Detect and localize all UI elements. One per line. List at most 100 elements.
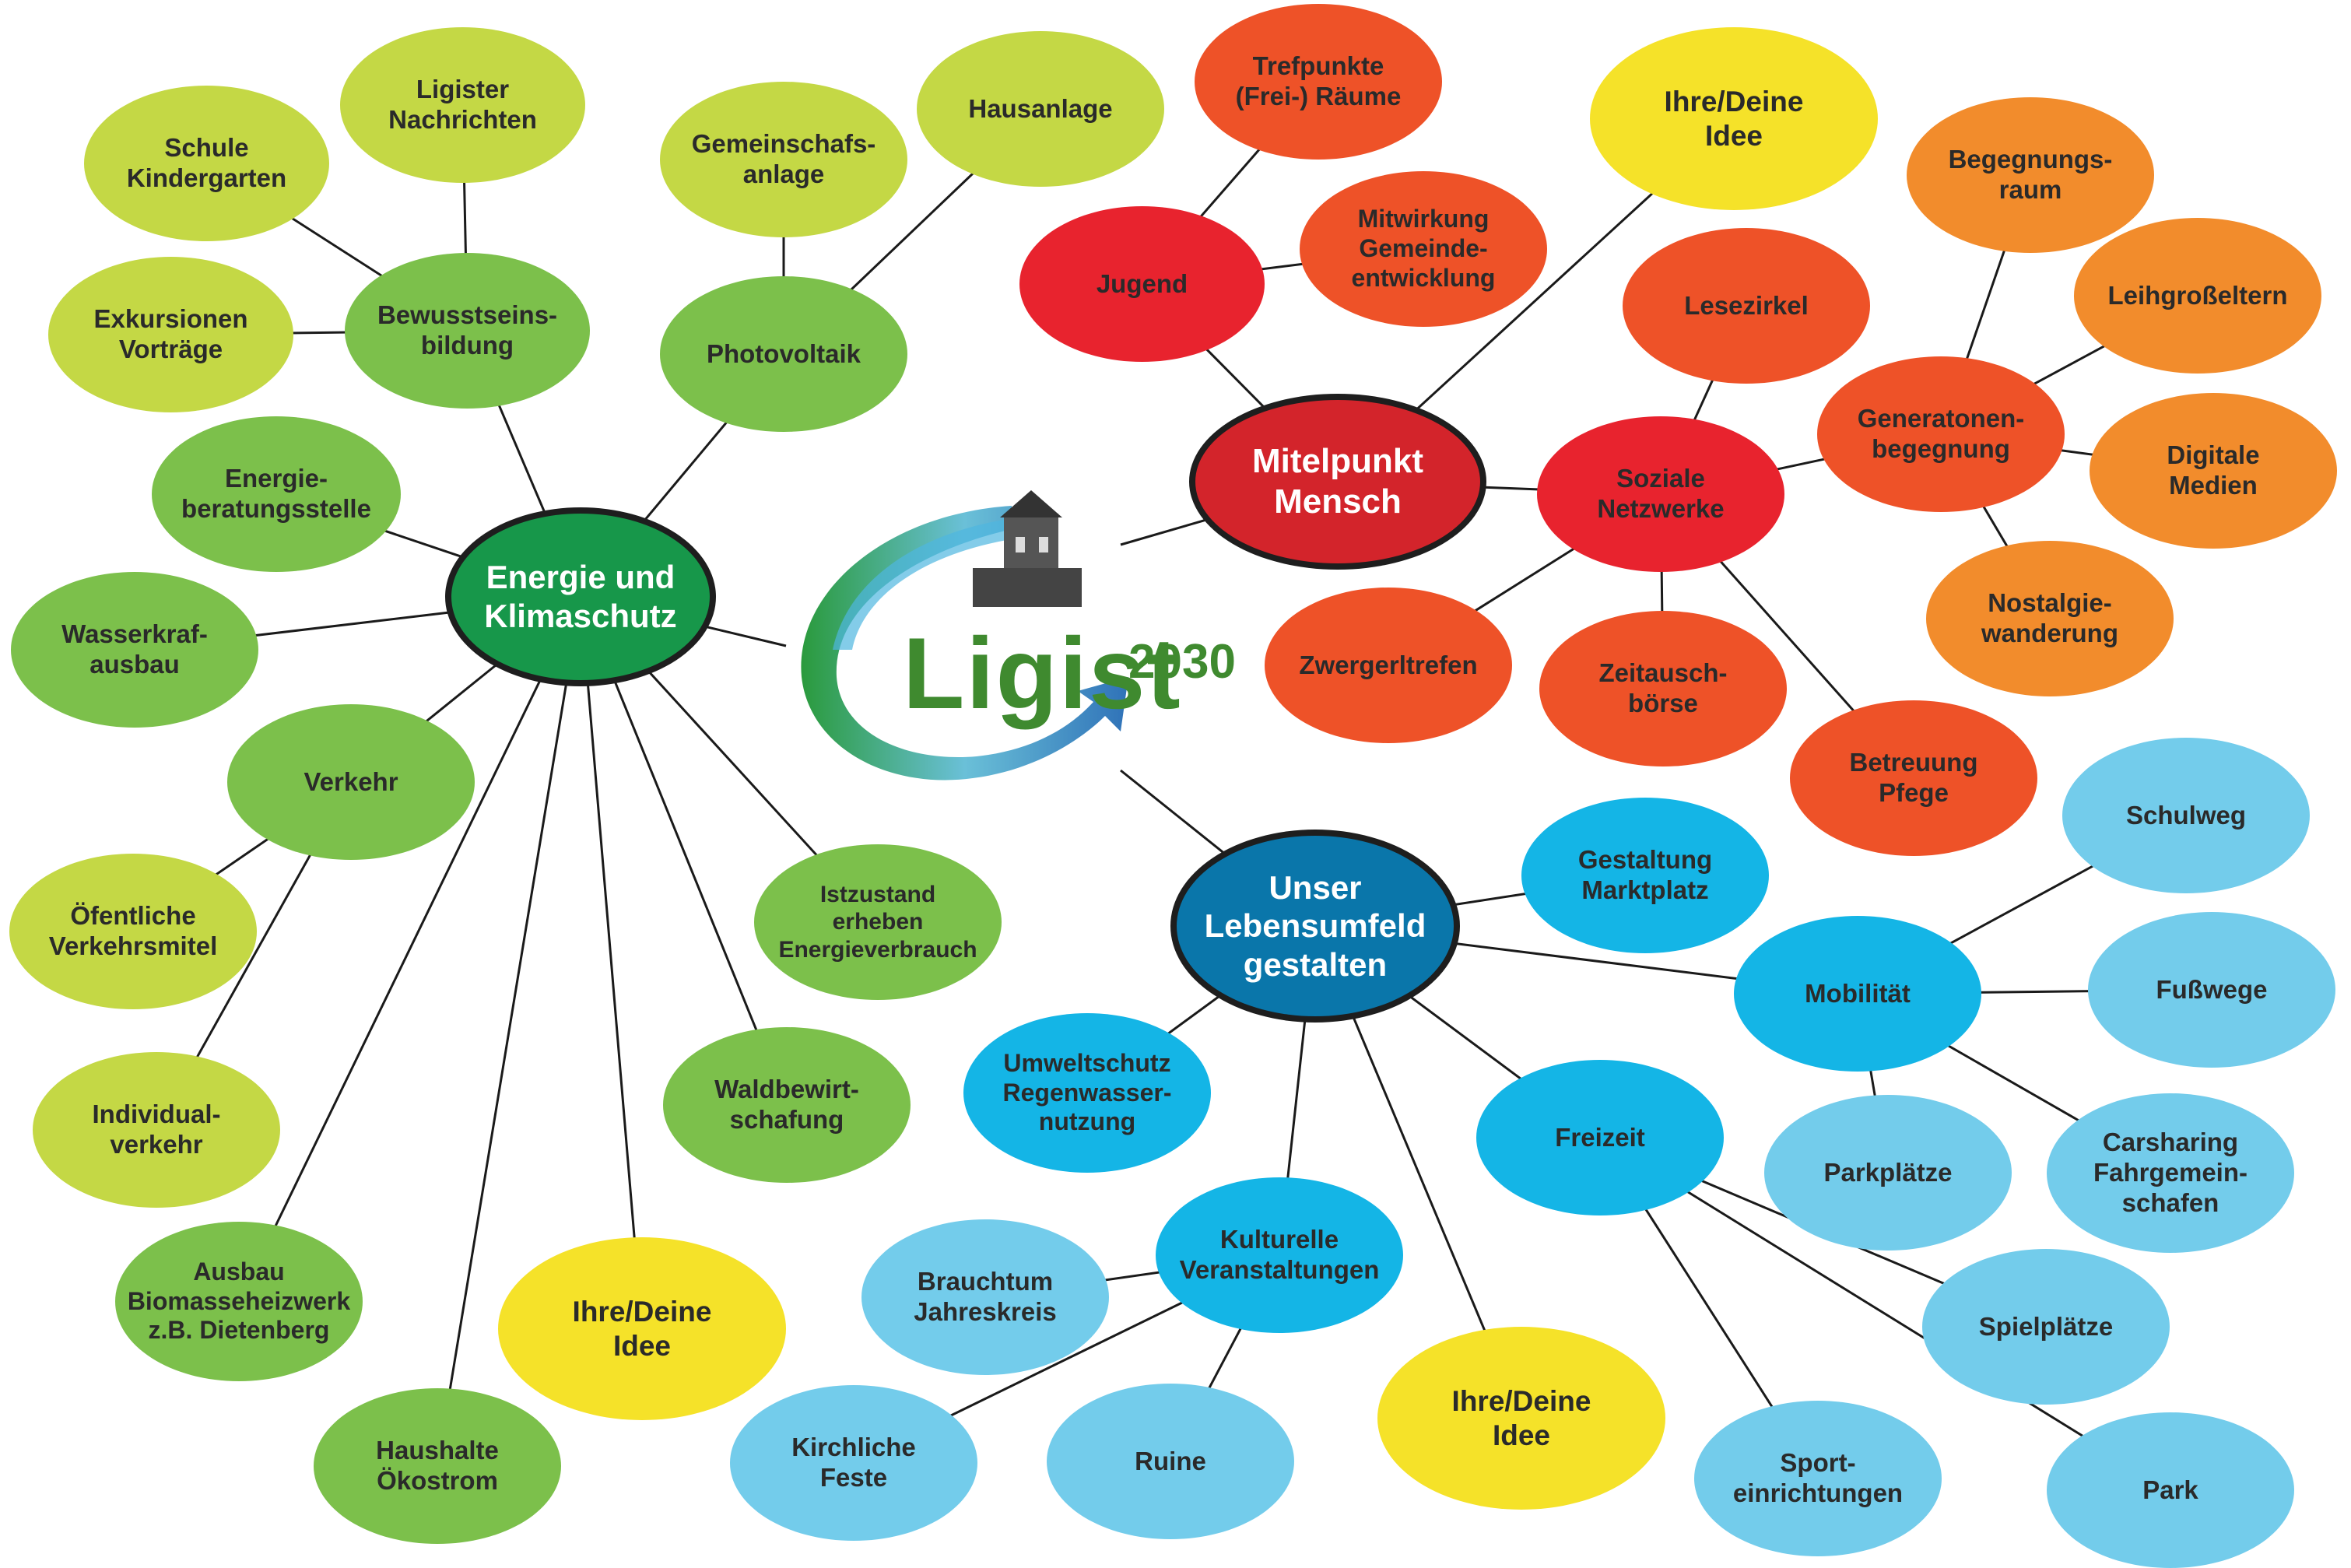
node-leihgrosseltern: Leihgroßeltern	[2074, 218, 2321, 374]
node-label: Gestaltung Marktplatz	[1577, 845, 1713, 904]
node-istzustand-energieverbrauch: Istzustand erheben Energieverbrauch	[754, 844, 1002, 1000]
node-label: Leihgroßeltern	[2107, 280, 2288, 310]
node-label: Generatonen- begegnung	[1857, 404, 2025, 463]
node-label: Hausanlage	[968, 93, 1113, 123]
node-label: Umweltschutz Regenwasser- nutzung	[1002, 1048, 1172, 1136]
node-exkursionen-vortraege: Exkursionen Vorträge	[48, 257, 293, 412]
node-carsharing: Carsharing Fahrgemein- schafen	[2047, 1093, 2294, 1253]
node-label: Photovoltaik	[706, 339, 861, 368]
node-label: Istzustand erheben Energieverbrauch	[778, 881, 977, 963]
node-kirchliche-feste: Kirchliche Feste	[730, 1385, 977, 1541]
node-lesezirkel: Lesezirkel	[1623, 228, 1870, 384]
node-label: Carsharing Fahrgemein- schafen	[2093, 1128, 2248, 1217]
node-freizeit: Freizeit	[1476, 1060, 1724, 1215]
hub-mittelpunkt-mensch: Mitelpunkt Mensch	[1189, 394, 1486, 570]
node-brauchtum-jahreskreis: Brauchtum Jahreskreis	[861, 1219, 1109, 1375]
logo-name: Ligist	[903, 616, 1182, 730]
node-treffpunkte: Trefpunkte (Frei-) Räume	[1195, 4, 1442, 160]
node-label: Exkursionen Vorträge	[93, 304, 248, 363]
node-spielplaetze: Spielplätze	[1922, 1249, 2170, 1405]
connector-line	[237, 596, 582, 1303]
node-label: Mitwirkung Gemeinde- entwicklung	[1351, 205, 1496, 292]
connector-line	[579, 596, 644, 1329]
node-label: Schulweg	[2125, 800, 2247, 830]
hub-label: Mitelpunkt Mensch	[1252, 442, 1423, 521]
node-umweltschutz-regenwassernutzung: Umweltschutz Regenwasser- nutzung	[963, 1013, 1211, 1173]
node-ihre-deine-idee-top: Ihre/Deine Idee	[1590, 27, 1878, 210]
node-digitale-medien: Digitale Medien	[2090, 393, 2337, 549]
node-ruine: Ruine	[1047, 1384, 1294, 1539]
ligist-logo	[801, 490, 1128, 780]
node-label: Digitale Medien	[2167, 440, 2260, 500]
node-label: Individual- verkehr	[92, 1100, 221, 1159]
node-zwergerltreffen: Zwergerltrefen	[1265, 588, 1512, 743]
node-label: Freizeit	[1555, 1122, 1645, 1152]
node-label: Fußwege	[2156, 974, 2268, 1004]
node-gestaltung-marktplatz: Gestaltung Marktplatz	[1521, 798, 1769, 953]
node-label: Jugend	[1096, 268, 1188, 298]
node-label: Waldbewirt- schafung	[714, 1075, 859, 1134]
node-jugend: Jugend	[1019, 206, 1265, 362]
node-label: Park	[2142, 1475, 2198, 1504]
node-ligister-nachrichten: Ligister Nachrichten	[340, 27, 585, 183]
node-label: Zeitausch- börse	[1598, 658, 1728, 717]
node-label: Mobilität	[1805, 978, 1911, 1008]
node-sporteinrichtungen: Sport- einrichtungen	[1694, 1401, 1942, 1556]
node-label: Kirchliche Feste	[791, 1433, 916, 1492]
node-parkplaetze: Parkplätze	[1764, 1095, 2012, 1251]
node-label: Ihre/Deine Idee	[572, 1295, 712, 1362]
node-label: Ausbau Biomasseheizwerk z.B. Dietenberg	[127, 1257, 351, 1345]
node-label: Öfentliche Verkehrsmitel	[48, 901, 218, 960]
node-label: Ihre/Deine Idee	[1664, 85, 1804, 152]
hub-label: Energie und Klimaschutz	[484, 559, 677, 634]
node-begegnungsraum: Begegnungs- raum	[1907, 97, 2154, 253]
node-fusswege: Fußwege	[2088, 912, 2335, 1068]
node-energieberatungsstelle: Energie- beratungsstelle	[152, 416, 401, 572]
node-label: Brauchtum Jahreskreis	[914, 1267, 1057, 1326]
node-park: Park	[2047, 1412, 2294, 1568]
node-label: Trefpunkte (Frei-) Räume	[1235, 51, 1402, 110]
node-label: Nostalgie- wanderung	[1981, 588, 2118, 647]
castle-icon	[973, 490, 1082, 607]
node-label: Ligister Nachrichten	[388, 75, 537, 134]
node-biomasseheizwerk: Ausbau Biomasseheizwerk z.B. Dietenberg	[115, 1222, 363, 1381]
hub-label: Unser Lebensumfeld gestalten	[1204, 868, 1426, 983]
node-label: Wasserkraf- ausbau	[61, 619, 208, 679]
node-ihre-deine-idee-blue: Ihre/Deine Idee	[1377, 1327, 1665, 1510]
connector-line	[436, 596, 582, 1467]
node-zeittauschboerse: Zeitausch- börse	[1539, 611, 1787, 766]
node-verkehr: Verkehr	[227, 704, 475, 860]
node-nostalgiewanderung: Nostalgie- wanderung	[1926, 541, 2174, 696]
node-label: Schule Kindergarten	[126, 133, 287, 192]
node-label: Begegnungs- raum	[1948, 145, 2113, 204]
node-waldbewirtschaftung: Waldbewirt- schafung	[663, 1027, 911, 1183]
node-gemeinschaftsanlage: Gemeinschafs- anlage	[660, 82, 907, 237]
node-label: Energie- beratungsstelle	[181, 464, 371, 523]
node-individualverkehr: Individual- verkehr	[33, 1052, 280, 1208]
node-label: Zwergerltrefen	[1299, 650, 1478, 679]
node-label: Ihre/Deine Idee	[1451, 1384, 1591, 1451]
hub-lebensumfeld-gestalten: Unser Lebensumfeld gestalten	[1170, 830, 1460, 1023]
node-kulturelle-veranstaltungen: Kulturelle Veranstaltungen	[1156, 1177, 1403, 1333]
node-label: Lesezirkel	[1684, 290, 1809, 320]
logo-year: 2030	[1128, 635, 1236, 689]
node-label: Ruine	[1135, 1446, 1206, 1475]
node-mobilitaet: Mobilität	[1734, 916, 1981, 1072]
node-label: Verkehr	[304, 766, 398, 796]
node-label: Kulturelle Veranstaltungen	[1179, 1225, 1380, 1284]
node-betreuung-pflege: Betreuung Pfege	[1790, 700, 2037, 856]
node-ihre-deine-idee-green: Ihre/Deine Idee	[498, 1237, 786, 1420]
connector-line	[1599, 1136, 2171, 1492]
node-mitwirkung-gemeindeentwicklung: Mitwirkung Gemeinde- entwicklung	[1300, 171, 1547, 327]
node-bewusstseinsbildung: Bewusstseins- bildung	[345, 253, 590, 409]
node-label: Bewusstseins- bildung	[377, 300, 558, 360]
node-schulweg: Schulweg	[2062, 738, 2310, 893]
node-schule-kindergarten: Schule Kindergarten	[84, 86, 329, 241]
node-label: Soziale Netzwerke	[1597, 464, 1725, 523]
node-photovoltaik: Photovoltaik	[660, 276, 907, 432]
node-soziale-netzwerke: Soziale Netzwerke	[1537, 416, 1784, 572]
node-label: Haushalte Ökostrom	[376, 1436, 499, 1495]
node-wasserkraftausbau: Wasserkraf- ausbau	[11, 572, 258, 728]
node-hausanlage: Hausanlage	[917, 31, 1164, 187]
node-label: Sport- einrichtungen	[1732, 1448, 1904, 1507]
